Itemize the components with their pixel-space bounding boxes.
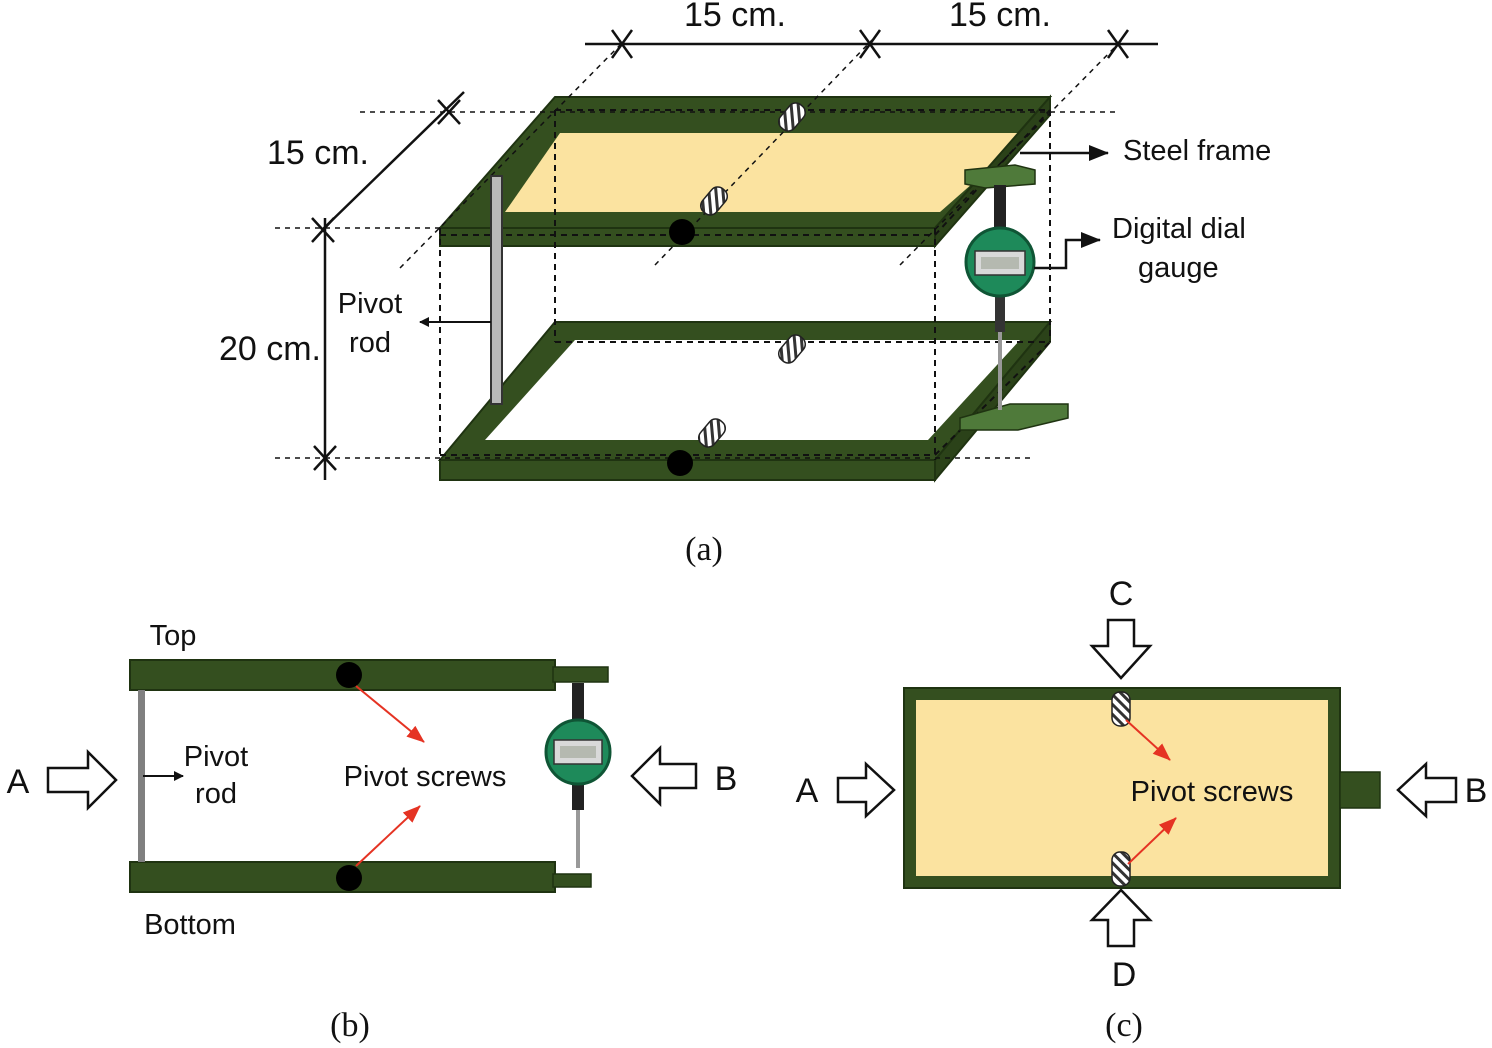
- pivot-rod-label-line2: rod: [195, 778, 237, 810]
- plate-top-view: [916, 700, 1328, 876]
- gauge-tab: [1339, 771, 1381, 809]
- red-arrow: [355, 805, 421, 867]
- pivot-screws-label: Pivot screws: [1131, 776, 1294, 808]
- label-d: D: [1112, 956, 1137, 994]
- pivot-screw-icon: [777, 102, 807, 132]
- gauge-mount-bottom: [959, 403, 1069, 431]
- red-arrow: [355, 685, 425, 743]
- label-top: Top: [150, 620, 197, 652]
- dimension-height: [313, 218, 337, 480]
- pivot-screw-icon: [699, 186, 729, 216]
- dimension-top: [585, 29, 1158, 59]
- top-frame: [437, 94, 1053, 249]
- label-a: A: [7, 763, 30, 801]
- pivot-rod-label-line2: rod: [349, 327, 391, 359]
- pivot-rod: [490, 175, 503, 405]
- label-b: B: [1465, 772, 1488, 810]
- pivot-screw-head: [336, 865, 362, 891]
- pivot-screws-label: Pivot screws: [344, 761, 507, 793]
- panel-c: Pivot screws C D A B (c): [796, 575, 1488, 1044]
- direction-arrow-icon: [836, 761, 896, 819]
- direction-arrow-icon: [1089, 888, 1153, 948]
- steel-frame-label: Steel frame: [1123, 135, 1271, 167]
- bottom-frame: [437, 319, 1053, 483]
- direction-arrow-icon: [1089, 618, 1153, 680]
- label-bottom: Bottom: [144, 909, 236, 941]
- gauge-leader: [1034, 232, 1101, 270]
- dimension-label-height: 20 cm.: [219, 330, 321, 368]
- bottom-plate-tab: [552, 873, 592, 888]
- panel-a: 15 cm. 15 cm. 15 cm. 20 cm. Pivot rod: [219, 0, 1271, 568]
- label-b: B: [715, 760, 738, 798]
- pivot-screw-icon: [777, 334, 807, 364]
- caption-a: (a): [685, 531, 723, 568]
- pivot-screw-head: [669, 219, 695, 245]
- top-plate-tab: [552, 666, 609, 683]
- gauge-label-line2: gauge: [1138, 252, 1219, 284]
- panel-b: Top Bottom Pivot screws Pivot rod A B (b…: [7, 620, 738, 1044]
- dimension-label-top-right: 15 cm.: [949, 0, 1051, 34]
- pivot-rod-label-line1: Pivot: [338, 288, 402, 320]
- direction-arrow-icon: [46, 748, 118, 812]
- pivot-screw-icon: [1111, 691, 1131, 727]
- pivot-rod-label-line1: Pivot: [184, 741, 248, 773]
- digital-dial-gauge-icon: [544, 683, 612, 868]
- direction-arrow-icon: [1396, 761, 1458, 819]
- dimension-label-depth: 15 cm.: [267, 134, 369, 172]
- label-a: A: [796, 772, 819, 810]
- pivot-screw-head: [667, 450, 693, 476]
- label-c: C: [1109, 575, 1134, 613]
- gauge-mount-top: [964, 164, 1036, 189]
- pivot-screw-icon: [697, 418, 727, 448]
- red-arrow: [1127, 817, 1177, 865]
- direction-arrow-icon: [630, 744, 698, 808]
- caption-b: (b): [330, 1007, 370, 1044]
- red-arrow: [1125, 719, 1171, 761]
- dimension-label-top-left: 15 cm.: [684, 0, 786, 34]
- pivot-screw-head: [336, 662, 362, 688]
- dimension-depth: [311, 91, 465, 243]
- pivot-rod: [138, 690, 145, 862]
- digital-dial-gauge-icon: [964, 185, 1036, 410]
- gauge-label-line1: Digital dial: [1112, 213, 1246, 245]
- pivot-screw-icon: [1111, 851, 1131, 887]
- hidden-edges: [439, 109, 1051, 460]
- caption-c: (c): [1105, 1007, 1143, 1044]
